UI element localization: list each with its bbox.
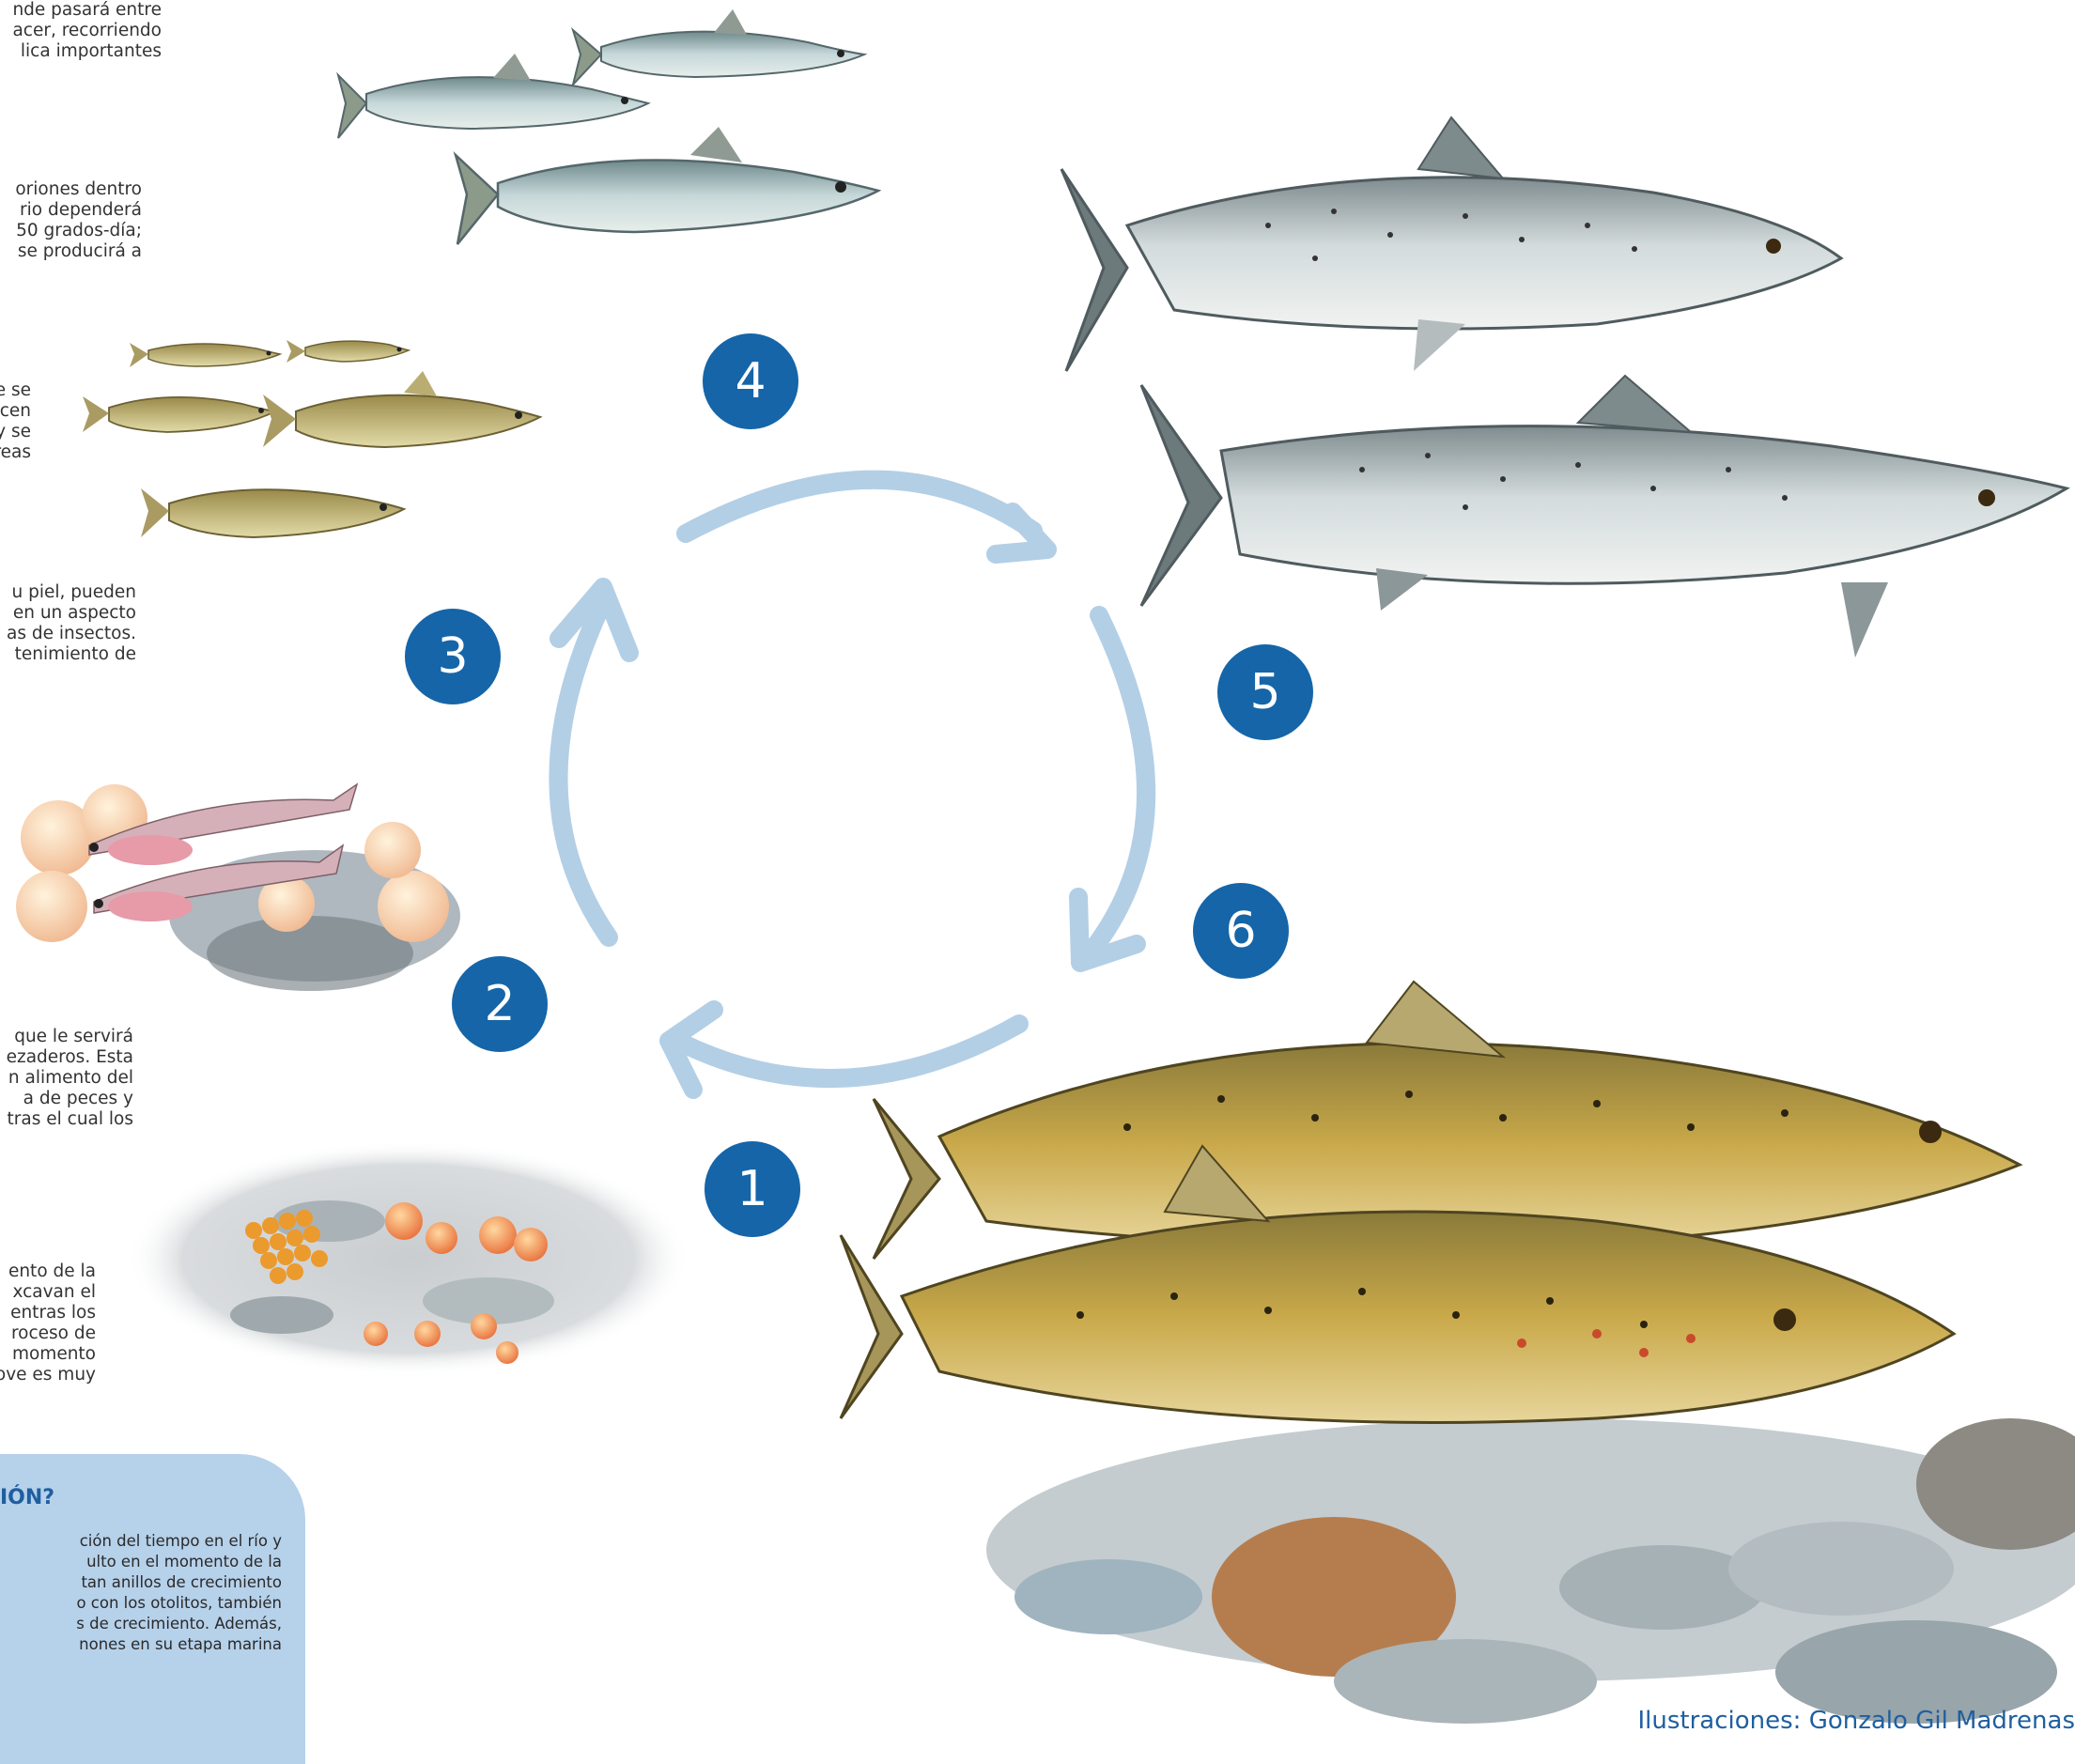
stage-badge-4: 4 (703, 333, 798, 429)
smolt-fish-group (338, 9, 878, 244)
parr-text: e se cen y se reas (0, 380, 31, 463)
stage-badge-1: 1 (705, 1141, 800, 1237)
stage-badge-6: 6 (1193, 883, 1289, 979)
parr-fish-group (83, 340, 540, 537)
skin-text: u piel, pueden en un aspecto as de insec… (0, 582, 136, 665)
alevin-group (16, 784, 460, 991)
spawning-text: ento de la xcavan el entras los roceso d… (0, 1261, 96, 1385)
info-box: IÓN? ción del tiempo en el río y ulto en… (0, 1454, 305, 1764)
grilse-salmon (1061, 117, 1841, 371)
illustration-credit: Ilustraciones: Gonzalo Gil Madrenas (1637, 1707, 2075, 1735)
food-text: que le servirá ezaderos. Esta n alimento… (0, 1027, 133, 1130)
cycle-arrows (558, 480, 1146, 1090)
info-box-body: ción del tiempo en el río y ulto en el m… (0, 1531, 282, 1655)
spawning-pair (841, 982, 2020, 1422)
adult-salmon (1141, 376, 2067, 658)
stage-badge-3: 3 (405, 609, 501, 704)
intro-text: nde pasará entre acer, recorriendo lica … (0, 0, 162, 62)
stage-badge-5: 5 (1217, 644, 1313, 740)
eggs-in-gravel (127, 1141, 690, 1376)
riverbed-stones (986, 1418, 2075, 1724)
stage-badge-2: 2 (452, 956, 548, 1052)
info-box-title: IÓN? (0, 1486, 54, 1509)
eggs-development-text: oriones dentro rio dependerá 50 grados-d… (0, 179, 142, 262)
